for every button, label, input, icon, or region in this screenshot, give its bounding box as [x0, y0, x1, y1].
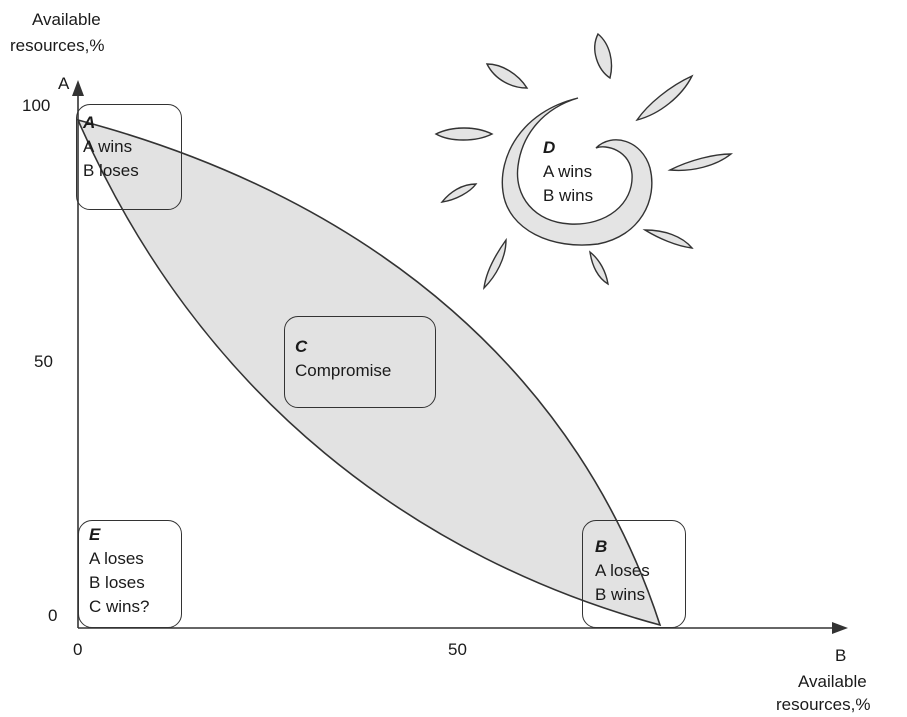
x-tick-50: 50	[448, 640, 467, 659]
region-a-line1: A wins	[83, 137, 133, 156]
region-d-line2: B wins	[543, 186, 594, 205]
x-tick-0: 0	[73, 640, 83, 659]
sun-petal	[635, 74, 694, 122]
region-a-line2: B loses	[83, 161, 139, 180]
region-d-letter: D	[543, 138, 556, 157]
region-a-letter: A	[83, 113, 96, 132]
y-axis-title-line1: Available	[32, 10, 101, 29]
y-tick-0: 0	[48, 606, 58, 625]
y-axis-arrow-icon	[72, 80, 84, 96]
compromise-lens	[76, 118, 662, 627]
sun-petal	[440, 183, 478, 203]
y-axis-title-line2: resources,%	[10, 36, 105, 55]
x-axis-title-line2: resources,%	[776, 695, 871, 714]
region-c-letter: C	[295, 337, 308, 356]
region-e-letter: E	[89, 525, 101, 544]
x-axis-title-line1: Available	[798, 672, 867, 691]
region-b-line2: B wins	[595, 585, 646, 604]
region-b-letter: B	[595, 537, 608, 556]
region-b-line1: A loses	[595, 561, 650, 580]
y-tick-50: 50	[34, 352, 53, 371]
sun-petal	[589, 250, 609, 286]
region-d-label: D A wins B wins	[543, 136, 593, 208]
region-e-line3: C wins?	[89, 597, 150, 616]
region-b-box: B A loses B wins	[582, 520, 686, 628]
region-a-box: A A wins B loses	[76, 104, 182, 210]
sun-petal	[642, 229, 694, 249]
region-c-line1: Compromise	[295, 361, 392, 380]
region-e-line2: B loses	[89, 573, 145, 592]
region-e-box: E A loses B loses C wins?	[78, 520, 182, 628]
x-axis-arrow-icon	[832, 622, 848, 634]
sun-petal	[483, 237, 507, 290]
sun-petal	[485, 63, 529, 89]
region-c-box: C Compromise	[284, 316, 436, 408]
region-d-line1: A wins	[543, 162, 593, 181]
sun-icon	[434, 32, 733, 290]
sun-petal	[594, 32, 613, 80]
region-e-line1: A loses	[89, 549, 144, 568]
sun-petal	[434, 127, 494, 141]
sun-petal	[667, 153, 733, 172]
y-tick-100: 100	[22, 96, 51, 115]
x-axis-name: B	[835, 646, 847, 665]
y-axis-name: A	[58, 74, 70, 93]
sun-spiral	[501, 97, 653, 246]
